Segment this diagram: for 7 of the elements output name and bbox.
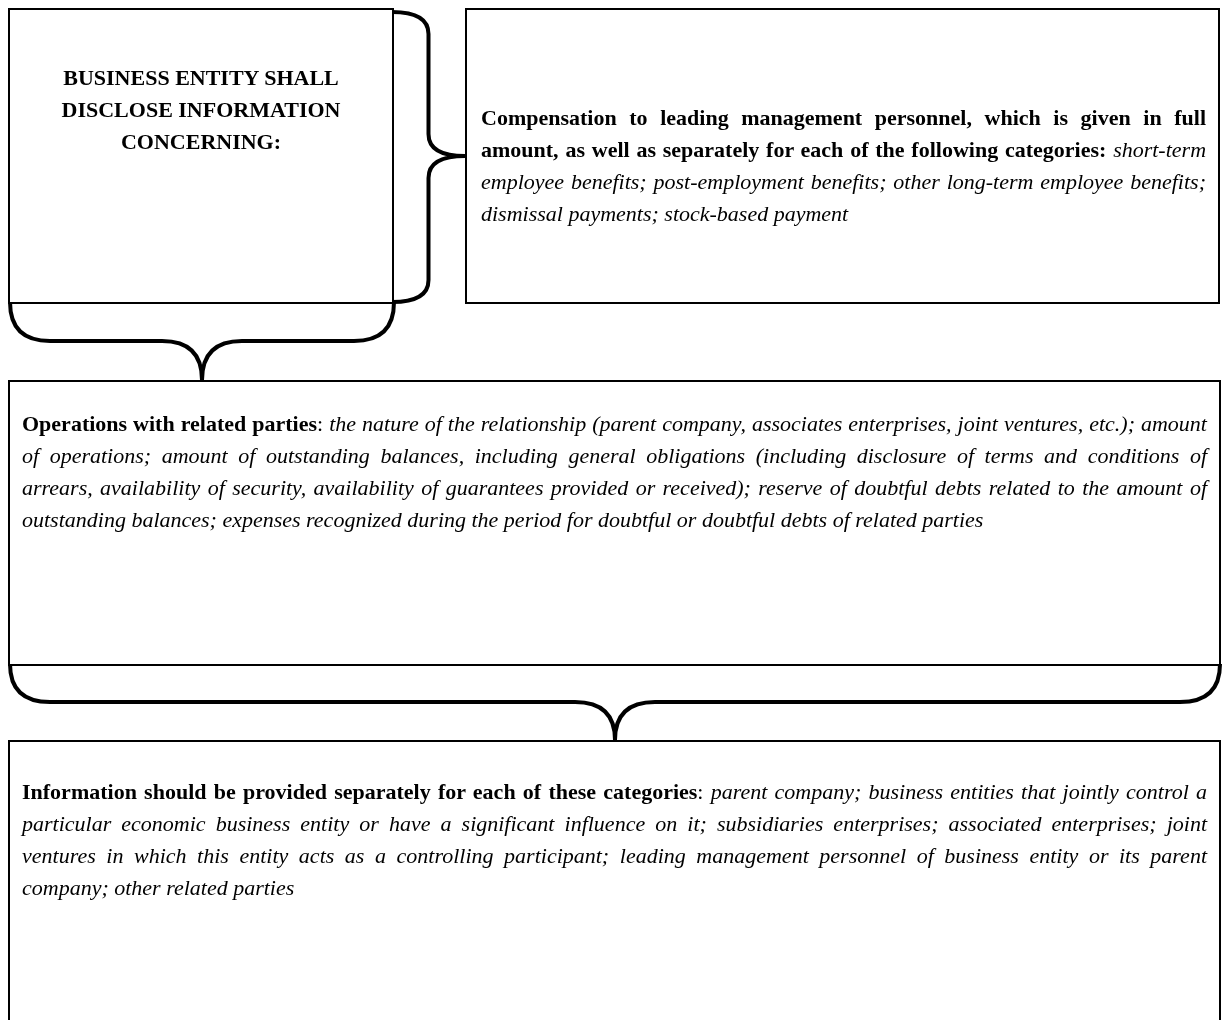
description-text: BUSINESS ENTITY SHALL DISCLOSE INFORMATION CONCERNING: bbox=[60, 64, 342, 156]
description-text: Compensation to leading management personnel, which is given in full amount, as well as separately for each of the following categories: short-term employee benefits; post-employment benefits; other long-term employee benefits; dismissal payments; stock-based payment bbox=[481, 104, 1206, 228]
text-box bbox=[8, 8, 394, 304]
text-box bbox=[8, 380, 1221, 666]
text-box bbox=[8, 740, 1221, 1020]
text-box bbox=[465, 8, 1220, 304]
description-text: Information should be provided separately for each of these categories: parent company; business entities that jointly control a particular economic business entity or have a significant influence on it; subsidiaries enterprises; associated enterprises; joint ventures in which this entity acts as a controlling participant; leading management personnel of business entity or its parent company; other related parties bbox=[22, 778, 1207, 902]
